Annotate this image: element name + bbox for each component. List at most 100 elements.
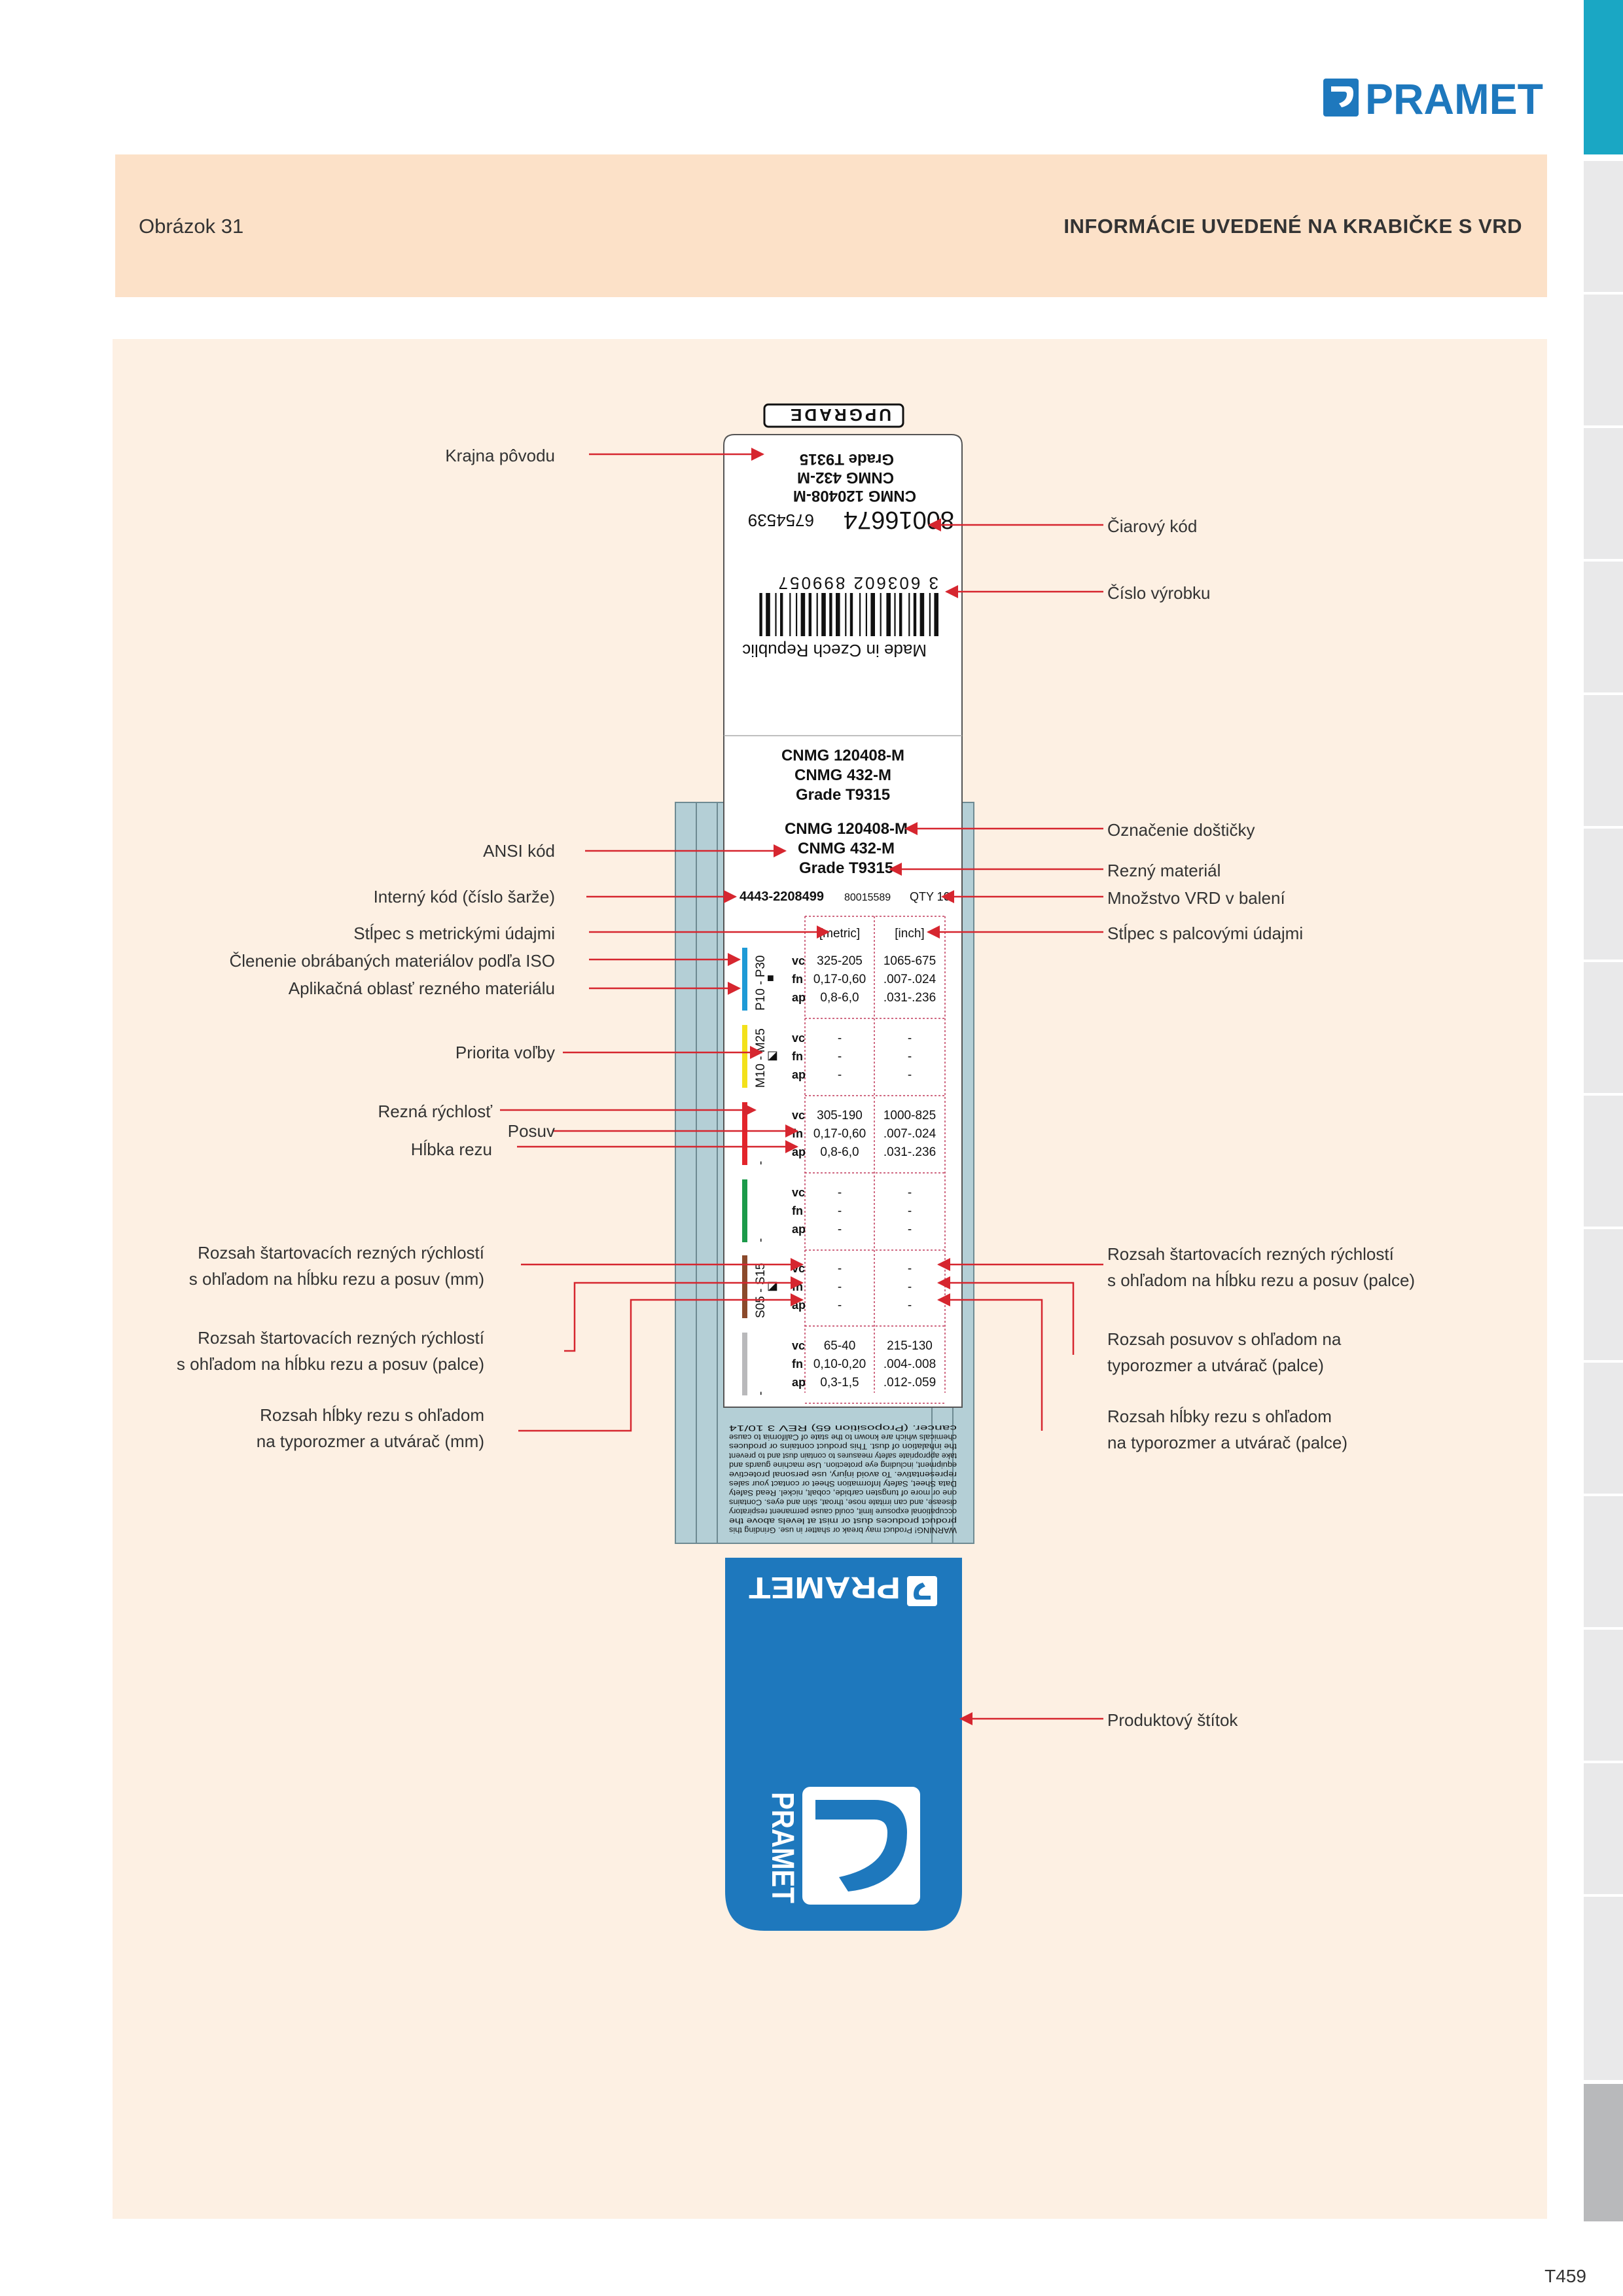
label-card xyxy=(723,434,963,1408)
upside-down-section: Made in Czech Republic 3 603602 899057 8… xyxy=(742,403,954,660)
section-tab[interactable] xyxy=(1584,962,1623,1095)
section-tab[interactable] xyxy=(1584,1096,1623,1229)
section-tab[interactable] xyxy=(1584,1763,1623,1896)
warning-line: product produces dust or mist at levels … xyxy=(729,1516,957,1524)
label-start-range-in-right: Rozsah štartovacích rezných rýchlostí xyxy=(1107,1244,1394,1264)
upper-line: CNMG 120408-M xyxy=(793,487,916,505)
metric-value: 0,17-0,60 xyxy=(813,973,866,986)
inch-value: .007-.024 xyxy=(883,1127,936,1141)
iso-group-row: -vc--fn--ap-- xyxy=(742,1179,945,1251)
metric-value: - xyxy=(838,1186,842,1200)
inch-value: - xyxy=(908,1050,912,1064)
param-label: ap xyxy=(792,1376,806,1389)
barcode xyxy=(759,593,938,636)
param-label: fn xyxy=(792,1204,803,1217)
section-tab[interactable] xyxy=(1584,562,1623,694)
inch-value: 1000-825 xyxy=(883,1109,936,1122)
inch-value: - xyxy=(908,1262,912,1276)
warning-line: equipment, including eye protection. Use… xyxy=(729,1461,957,1469)
inch-value: .012-.059 xyxy=(883,1376,936,1390)
inch-value: .031-.236 xyxy=(883,1145,936,1159)
section-tab[interactable] xyxy=(1584,295,1623,427)
label-product-label: Produktový štítok xyxy=(1107,1710,1238,1730)
figure-title: INFORMÁCIE UVEDENÉ NA KRABIČKE S VRD xyxy=(1063,215,1522,238)
label-depth-range-mm: Rozsah hĺbky rezu s ohľadom xyxy=(260,1405,484,1425)
section-tab[interactable] xyxy=(1584,1630,1623,1763)
warning-line: occupational exposure limit, could cause… xyxy=(729,1507,957,1515)
qty: QTY 10 xyxy=(910,890,950,903)
label-depth-range-mm-2: na typorozmer a utvárač (mm) xyxy=(256,1431,484,1451)
warning-line: disease, and can irritate nose, throat, … xyxy=(729,1498,957,1505)
label-priority: Priorita voľby xyxy=(455,1043,555,1062)
inch-value: 1065-675 xyxy=(883,954,936,968)
metric-value: - xyxy=(838,1204,842,1218)
param-label: vc xyxy=(792,954,805,967)
section-tab[interactable] xyxy=(1584,1229,1623,1362)
iso-group-label: - xyxy=(754,1391,768,1395)
iso-color-bar xyxy=(742,1333,747,1395)
inch-column-header: [inch] xyxy=(895,927,924,941)
priority-marker: ■ xyxy=(767,971,774,984)
label-feed: Posuv xyxy=(507,1121,555,1141)
brand-name: PRAMET xyxy=(1365,75,1543,120)
label-product-number: Číslo výrobku xyxy=(1107,583,1211,603)
label-internal-code: Interný kód (číslo šarže) xyxy=(373,887,555,906)
metric-value: - xyxy=(838,1299,842,1312)
upgrade-logo: UPGRADE xyxy=(763,403,904,428)
section-tab[interactable] xyxy=(1584,829,1623,961)
iso-color-bar xyxy=(742,1025,747,1088)
active-section-tab[interactable] xyxy=(1584,0,1623,154)
metric-column-header: [metric] xyxy=(819,927,860,941)
mid-line: CNMG 120408-M xyxy=(781,747,904,764)
label-depth: Hĺbka rezu xyxy=(410,1139,492,1159)
section-tab[interactable] xyxy=(1584,161,1623,294)
upgrade-logo-text: UPGRADE xyxy=(788,405,891,425)
warning-line: one or more of tungsten carbide, cobalt,… xyxy=(729,1488,957,1496)
metric-value: 0,10-0,20 xyxy=(813,1357,866,1371)
mid-line: Grade T9315 xyxy=(796,786,890,804)
metric-value: - xyxy=(838,1262,842,1276)
figure-header: Obrázok 31 INFORMÁCIE UVEDENÉ NA KRABIČK… xyxy=(115,154,1547,297)
param-label: fn xyxy=(792,1127,803,1140)
current-section-tab[interactable] xyxy=(1584,2084,1623,2221)
param-label: ap xyxy=(792,1223,806,1236)
insert-designation: CNMG 120408-M xyxy=(785,820,908,838)
section-tab[interactable] xyxy=(1584,1363,1623,1496)
label-cutting-material: Rezný materiál xyxy=(1107,861,1221,880)
iso-color-bar xyxy=(742,1102,747,1165)
section-tab[interactable] xyxy=(1584,428,1623,561)
param-label: fn xyxy=(792,1357,803,1371)
param-label: ap xyxy=(792,1068,806,1081)
callout-arrows xyxy=(500,448,1103,1725)
section-tab[interactable] xyxy=(1584,1897,1623,2082)
label-quantity: Množstvo VRD v balení xyxy=(1107,888,1285,908)
iso-group-label: P10 - P30 xyxy=(754,956,768,1011)
metric-value: 0,3-1,5 xyxy=(820,1376,859,1390)
product-number: 80016674 xyxy=(844,506,954,533)
iso-color-bar xyxy=(742,948,747,1011)
metric-value: - xyxy=(838,1050,842,1064)
label-iso-groups: Členenie obrábaných materiálov podľa ISO xyxy=(229,951,555,971)
iso-color-bar xyxy=(742,1255,747,1318)
inch-value: .031-.236 xyxy=(883,991,936,1005)
priority-marker: ◪ xyxy=(767,1049,778,1062)
warning-line: representative. To avoid injury, use per… xyxy=(729,1470,957,1478)
metric-value: 65-40 xyxy=(824,1339,856,1353)
warning-line: Data Sheet, Safety Information Sheet or … xyxy=(729,1479,957,1487)
internal-code: 4443-2208499 xyxy=(740,889,824,904)
metric-value: - xyxy=(838,1068,842,1082)
grade: Grade T9315 xyxy=(799,859,893,877)
tab-logo-vertical: PRAMET xyxy=(765,1787,920,1905)
section-tab[interactable] xyxy=(1584,695,1623,828)
label-feed-range-2: typorozmer a utvárač (palce) xyxy=(1107,1355,1324,1375)
section-tab[interactable] xyxy=(1584,1496,1623,1629)
param-label: vc xyxy=(792,1186,805,1199)
lot-number: 6754539 xyxy=(748,511,814,530)
warning-line: WARNING! Product may break or shatter in… xyxy=(729,1526,957,1534)
param-label: ap xyxy=(792,991,806,1004)
metric-value: 0,8-6,0 xyxy=(820,991,859,1005)
metric-value: - xyxy=(838,1031,842,1045)
